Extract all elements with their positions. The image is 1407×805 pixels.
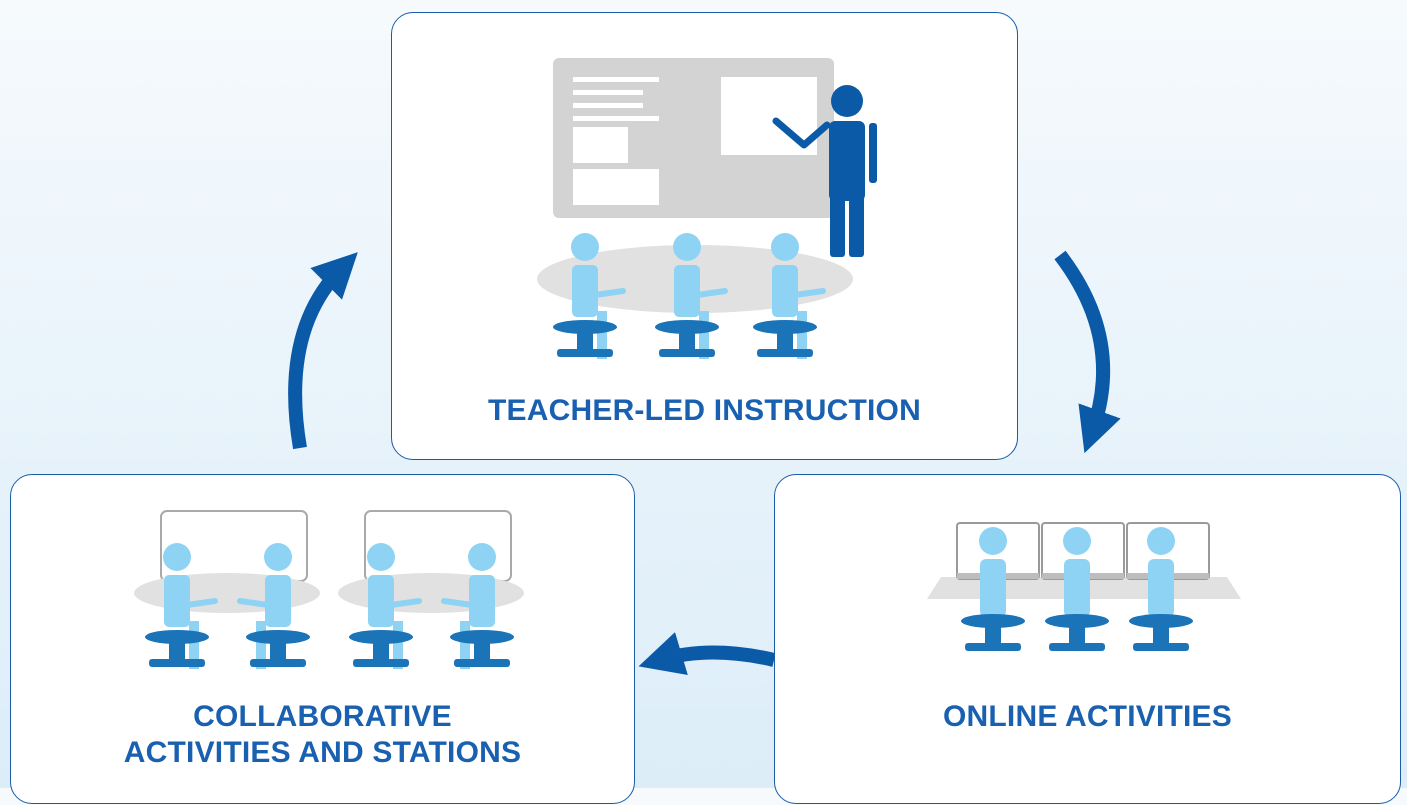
online-card: ONLINE ACTIVITIES bbox=[774, 474, 1401, 804]
collaborative-label: COLLABORATIVE ACTIVITIES AND STATIONS bbox=[11, 699, 634, 771]
online-illustration bbox=[927, 522, 1241, 651]
student-icon bbox=[1129, 527, 1193, 651]
student-icon bbox=[349, 543, 422, 669]
collaborative-illustration bbox=[134, 510, 524, 669]
table-icon bbox=[338, 573, 524, 613]
arrow-online-to-collaborative bbox=[638, 632, 776, 676]
whiteboard-icon bbox=[553, 58, 834, 218]
student-icon bbox=[1045, 527, 1109, 651]
station-board-icon bbox=[160, 510, 512, 582]
student-icon bbox=[753, 233, 826, 359]
collaborative-label-line1: COLLABORATIVE bbox=[193, 700, 452, 733]
collaborative-label-line2: ACTIVITIES AND STATIONS bbox=[123, 736, 522, 769]
student-icon bbox=[553, 233, 626, 359]
student-icon bbox=[961, 527, 1025, 651]
student-icon bbox=[655, 233, 728, 359]
teacher-led-card: TEACHER-LED INSTRUCTION bbox=[391, 12, 1018, 460]
student-icon bbox=[441, 543, 514, 669]
teacher-led-illustration bbox=[537, 58, 877, 359]
collaborative-card: COLLABORATIVE ACTIVITIES AND STATIONS bbox=[10, 474, 635, 804]
cycle-arrows bbox=[288, 250, 1121, 676]
arrow-collaborative-to-top bbox=[288, 252, 358, 450]
online-label: ONLINE ACTIVITIES bbox=[943, 700, 1232, 733]
student-icon bbox=[237, 543, 310, 669]
teacher-icon bbox=[772, 85, 877, 257]
arrow-top-to-online bbox=[1054, 250, 1121, 454]
teacher-led-label: TEACHER-LED INSTRUCTION bbox=[488, 394, 921, 427]
student-icon bbox=[145, 543, 218, 669]
table-icon bbox=[134, 573, 320, 613]
